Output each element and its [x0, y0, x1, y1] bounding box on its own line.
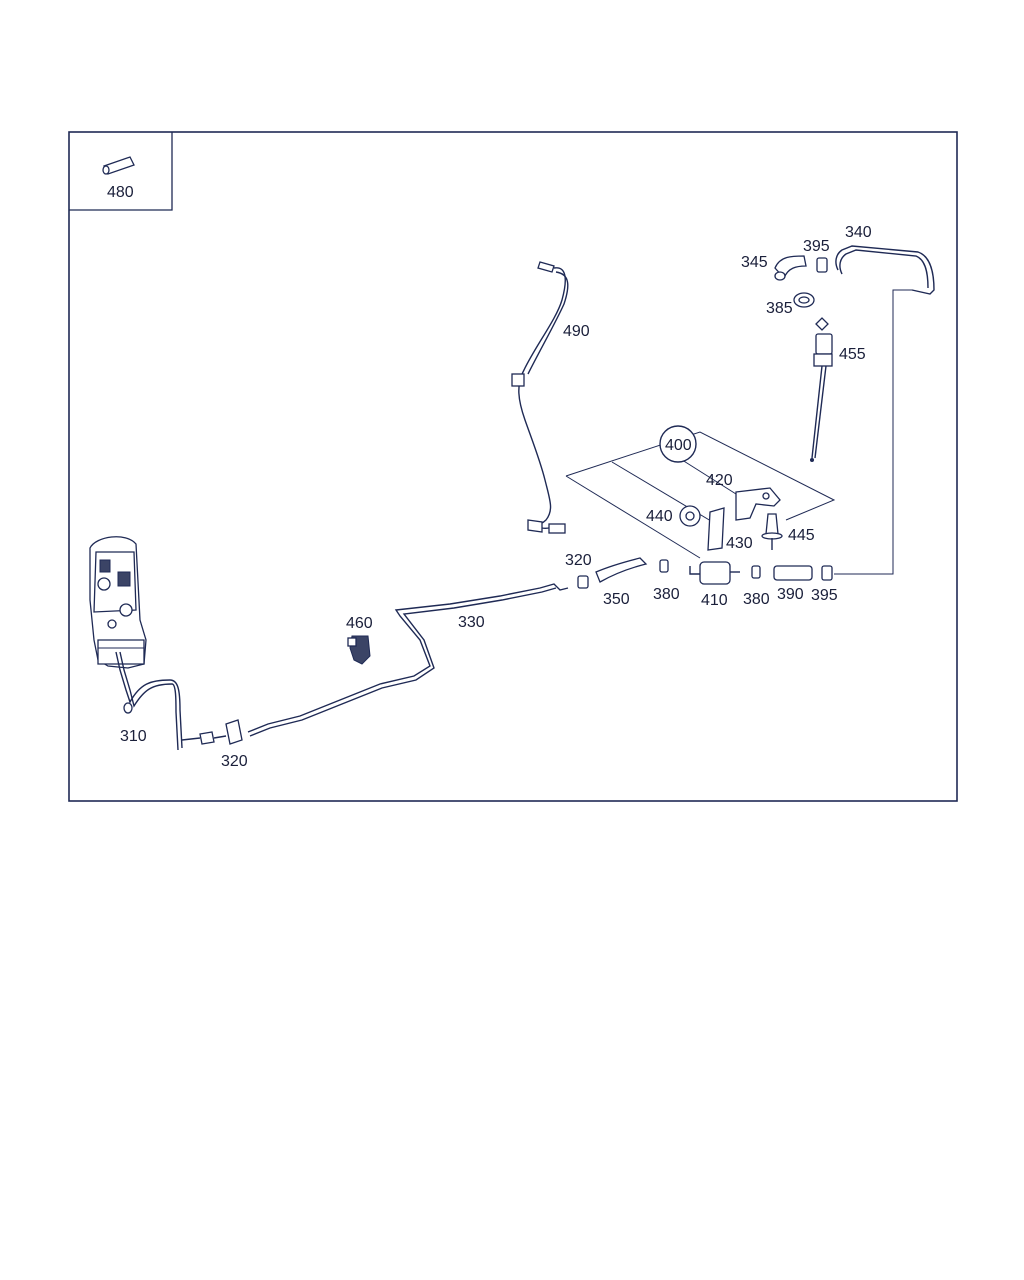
part-340-pipe — [835, 245, 935, 295]
label-460: 460 — [346, 615, 373, 632]
label-480: 480 — [107, 184, 134, 201]
part-490-sensor-cable — [511, 261, 569, 534]
label-385: 385 — [766, 300, 793, 317]
label-320-upper: 320 — [565, 552, 592, 569]
label-350: 350 — [603, 591, 630, 608]
diagram-frame — [68, 131, 958, 802]
label-430: 430 — [726, 535, 753, 552]
part-410-valve — [689, 561, 740, 585]
part-420-bracket — [735, 487, 781, 521]
part-480-sleeve — [102, 156, 135, 175]
label-420: 420 — [706, 472, 733, 489]
label-380-b: 380 — [743, 591, 770, 608]
label-310: 310 — [120, 728, 147, 745]
part-310-pipe — [115, 651, 201, 751]
label-390: 390 — [777, 586, 804, 603]
part-380a-clamp — [659, 559, 669, 573]
label-410: 410 — [701, 592, 728, 609]
label-340: 340 — [845, 224, 872, 241]
label-440: 440 — [646, 508, 673, 525]
label-490: 490 — [563, 323, 590, 340]
label-455: 455 — [839, 346, 866, 363]
part-395b-clamp — [821, 565, 833, 581]
part-390-hose — [773, 565, 813, 581]
label-380-a: 380 — [653, 586, 680, 603]
pump-unit — [89, 536, 147, 669]
part-395-clamp-top — [816, 257, 828, 273]
part-320-lower-nut — [199, 719, 243, 745]
label-400: 400 — [665, 437, 692, 454]
part-460-bracket — [347, 635, 371, 665]
part-350-hose — [595, 557, 648, 583]
label-345: 345 — [741, 254, 768, 271]
callout-400-group — [565, 425, 836, 559]
leader-395-340 — [834, 289, 912, 575]
label-320-lower: 320 — [221, 753, 248, 770]
part-430-clamp — [707, 507, 725, 551]
part-445-bolt — [761, 513, 783, 550]
label-395-lower: 395 — [811, 587, 838, 604]
inset-box-480 — [69, 132, 173, 211]
part-380b-clamp — [751, 565, 761, 579]
label-445: 445 — [788, 527, 815, 544]
part-385-clip — [793, 292, 815, 308]
label-395-top: 395 — [803, 238, 830, 255]
part-345-hose — [774, 255, 807, 281]
label-330: 330 — [458, 614, 485, 631]
part-440-nut — [679, 505, 701, 527]
part-320-upper-nut — [577, 575, 589, 589]
part-330-pipe — [247, 583, 569, 737]
part-455-sensor — [810, 317, 833, 462]
